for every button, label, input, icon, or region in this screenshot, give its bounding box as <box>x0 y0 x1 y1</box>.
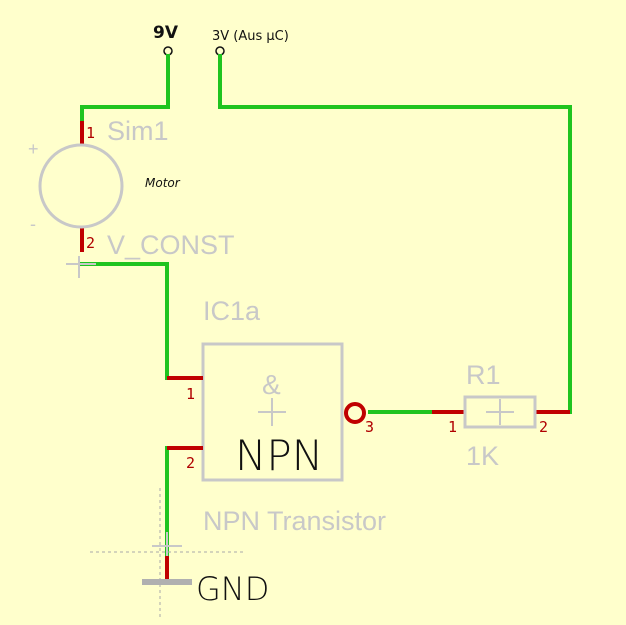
terminal-9v[interactable]: 9V <box>153 23 179 56</box>
wires <box>80 54 572 558</box>
motor-minus-sign: - <box>30 214 36 234</box>
motor-plus-sign: + <box>28 139 39 159</box>
resistor-body <box>463 395 537 429</box>
motor-source-body <box>38 143 124 229</box>
ground-symbol[interactable]: GND <box>90 488 269 620</box>
transistor-pin3-number: 3 <box>365 418 374 436</box>
terminal-9v-label: 9V <box>153 23 179 43</box>
motor-pin1-number: 1 <box>86 124 95 142</box>
motor-note: Motor <box>145 176 181 190</box>
motor-ref-label: Sim1 <box>107 116 169 146</box>
ground-label: GND <box>196 570 269 608</box>
transistor-ref-label: IC1a <box>203 296 261 326</box>
transistor-value-label: NPN Transistor <box>203 506 386 536</box>
transistor-symbol: & <box>262 369 281 400</box>
motor-source-sim1[interactable]: 1 2 + - Sim1 V_CONST Motor <box>28 116 235 278</box>
motor-pin2-number: 2 <box>86 234 95 252</box>
resistor-pin2-number: 2 <box>539 418 548 436</box>
transistor-pin2-number: 2 <box>186 454 195 472</box>
transistor-output-bubble <box>344 402 366 424</box>
wire-3v-to-resistor[interactable] <box>218 54 572 414</box>
resistor-value-label: 1K <box>466 441 499 471</box>
motor-value-label: V_CONST <box>107 230 235 260</box>
wire-motor-to-transistor[interactable] <box>80 262 169 380</box>
transistor-body-text: NPN <box>235 431 323 480</box>
transistor-ic1a[interactable]: & NPN 1 2 3 IC1a NPN Transistor <box>167 296 386 536</box>
terminal-3v[interactable]: 3V (Aus µC) <box>212 29 289 56</box>
resistor-r1[interactable]: 1 2 R1 1K <box>432 360 570 471</box>
wire-9v-to-motor[interactable] <box>80 54 170 123</box>
transistor-body <box>201 342 344 482</box>
transistor-pin1-number: 1 <box>186 385 195 403</box>
resistor-ref-label: R1 <box>466 360 501 390</box>
terminal-3v-label: 3V (Aus µC) <box>212 29 289 44</box>
resistor-pin1-number: 1 <box>448 418 457 436</box>
